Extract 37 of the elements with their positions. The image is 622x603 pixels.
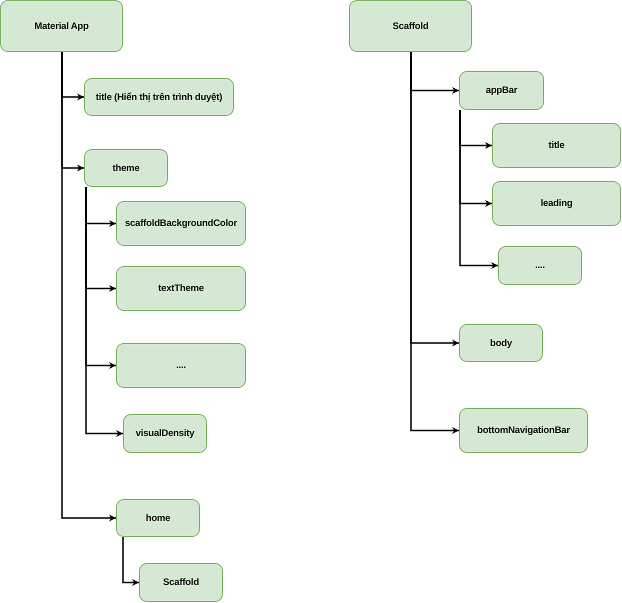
node-label: .... (176, 360, 186, 371)
node-label: .... (535, 260, 545, 271)
arrow (459, 110, 498, 269)
node-label: title (Hiển thị trên trình duyệt) (96, 92, 222, 102)
node-box (116, 201, 246, 246)
node-label: Scaffold (163, 577, 199, 588)
node-label: leading (540, 198, 572, 209)
node-box (498, 246, 582, 285)
node-label: theme (112, 162, 140, 174)
node-label: textTheme (158, 283, 204, 294)
node-label: home (146, 512, 170, 524)
node-box (459, 324, 543, 362)
node-label: visualDensity (136, 428, 194, 439)
node-box (123, 414, 207, 453)
node-box (116, 499, 200, 537)
node-box (116, 343, 246, 388)
node-label: Material App (34, 20, 89, 32)
node-box (84, 149, 168, 187)
node-box (459, 408, 588, 453)
node-box (84, 78, 234, 116)
arrow (61, 52, 116, 522)
node-label: appBar (486, 85, 518, 96)
node-box (116, 266, 246, 311)
node-box (459, 71, 544, 110)
arrow (410, 52, 459, 434)
node-label: body (490, 338, 512, 348)
arrow (85, 187, 123, 437)
node-box (139, 563, 223, 602)
node-box (0, 0, 123, 52)
node-box (349, 0, 472, 52)
node-label: title (548, 140, 564, 151)
node-box (492, 123, 621, 168)
node-box (492, 181, 621, 226)
node-label: scaffoldBackgroundColor (124, 218, 238, 229)
arrow (122, 537, 139, 586)
node-label: bottomNavigationBar (477, 425, 570, 436)
node-label: Scaffold (392, 20, 428, 32)
